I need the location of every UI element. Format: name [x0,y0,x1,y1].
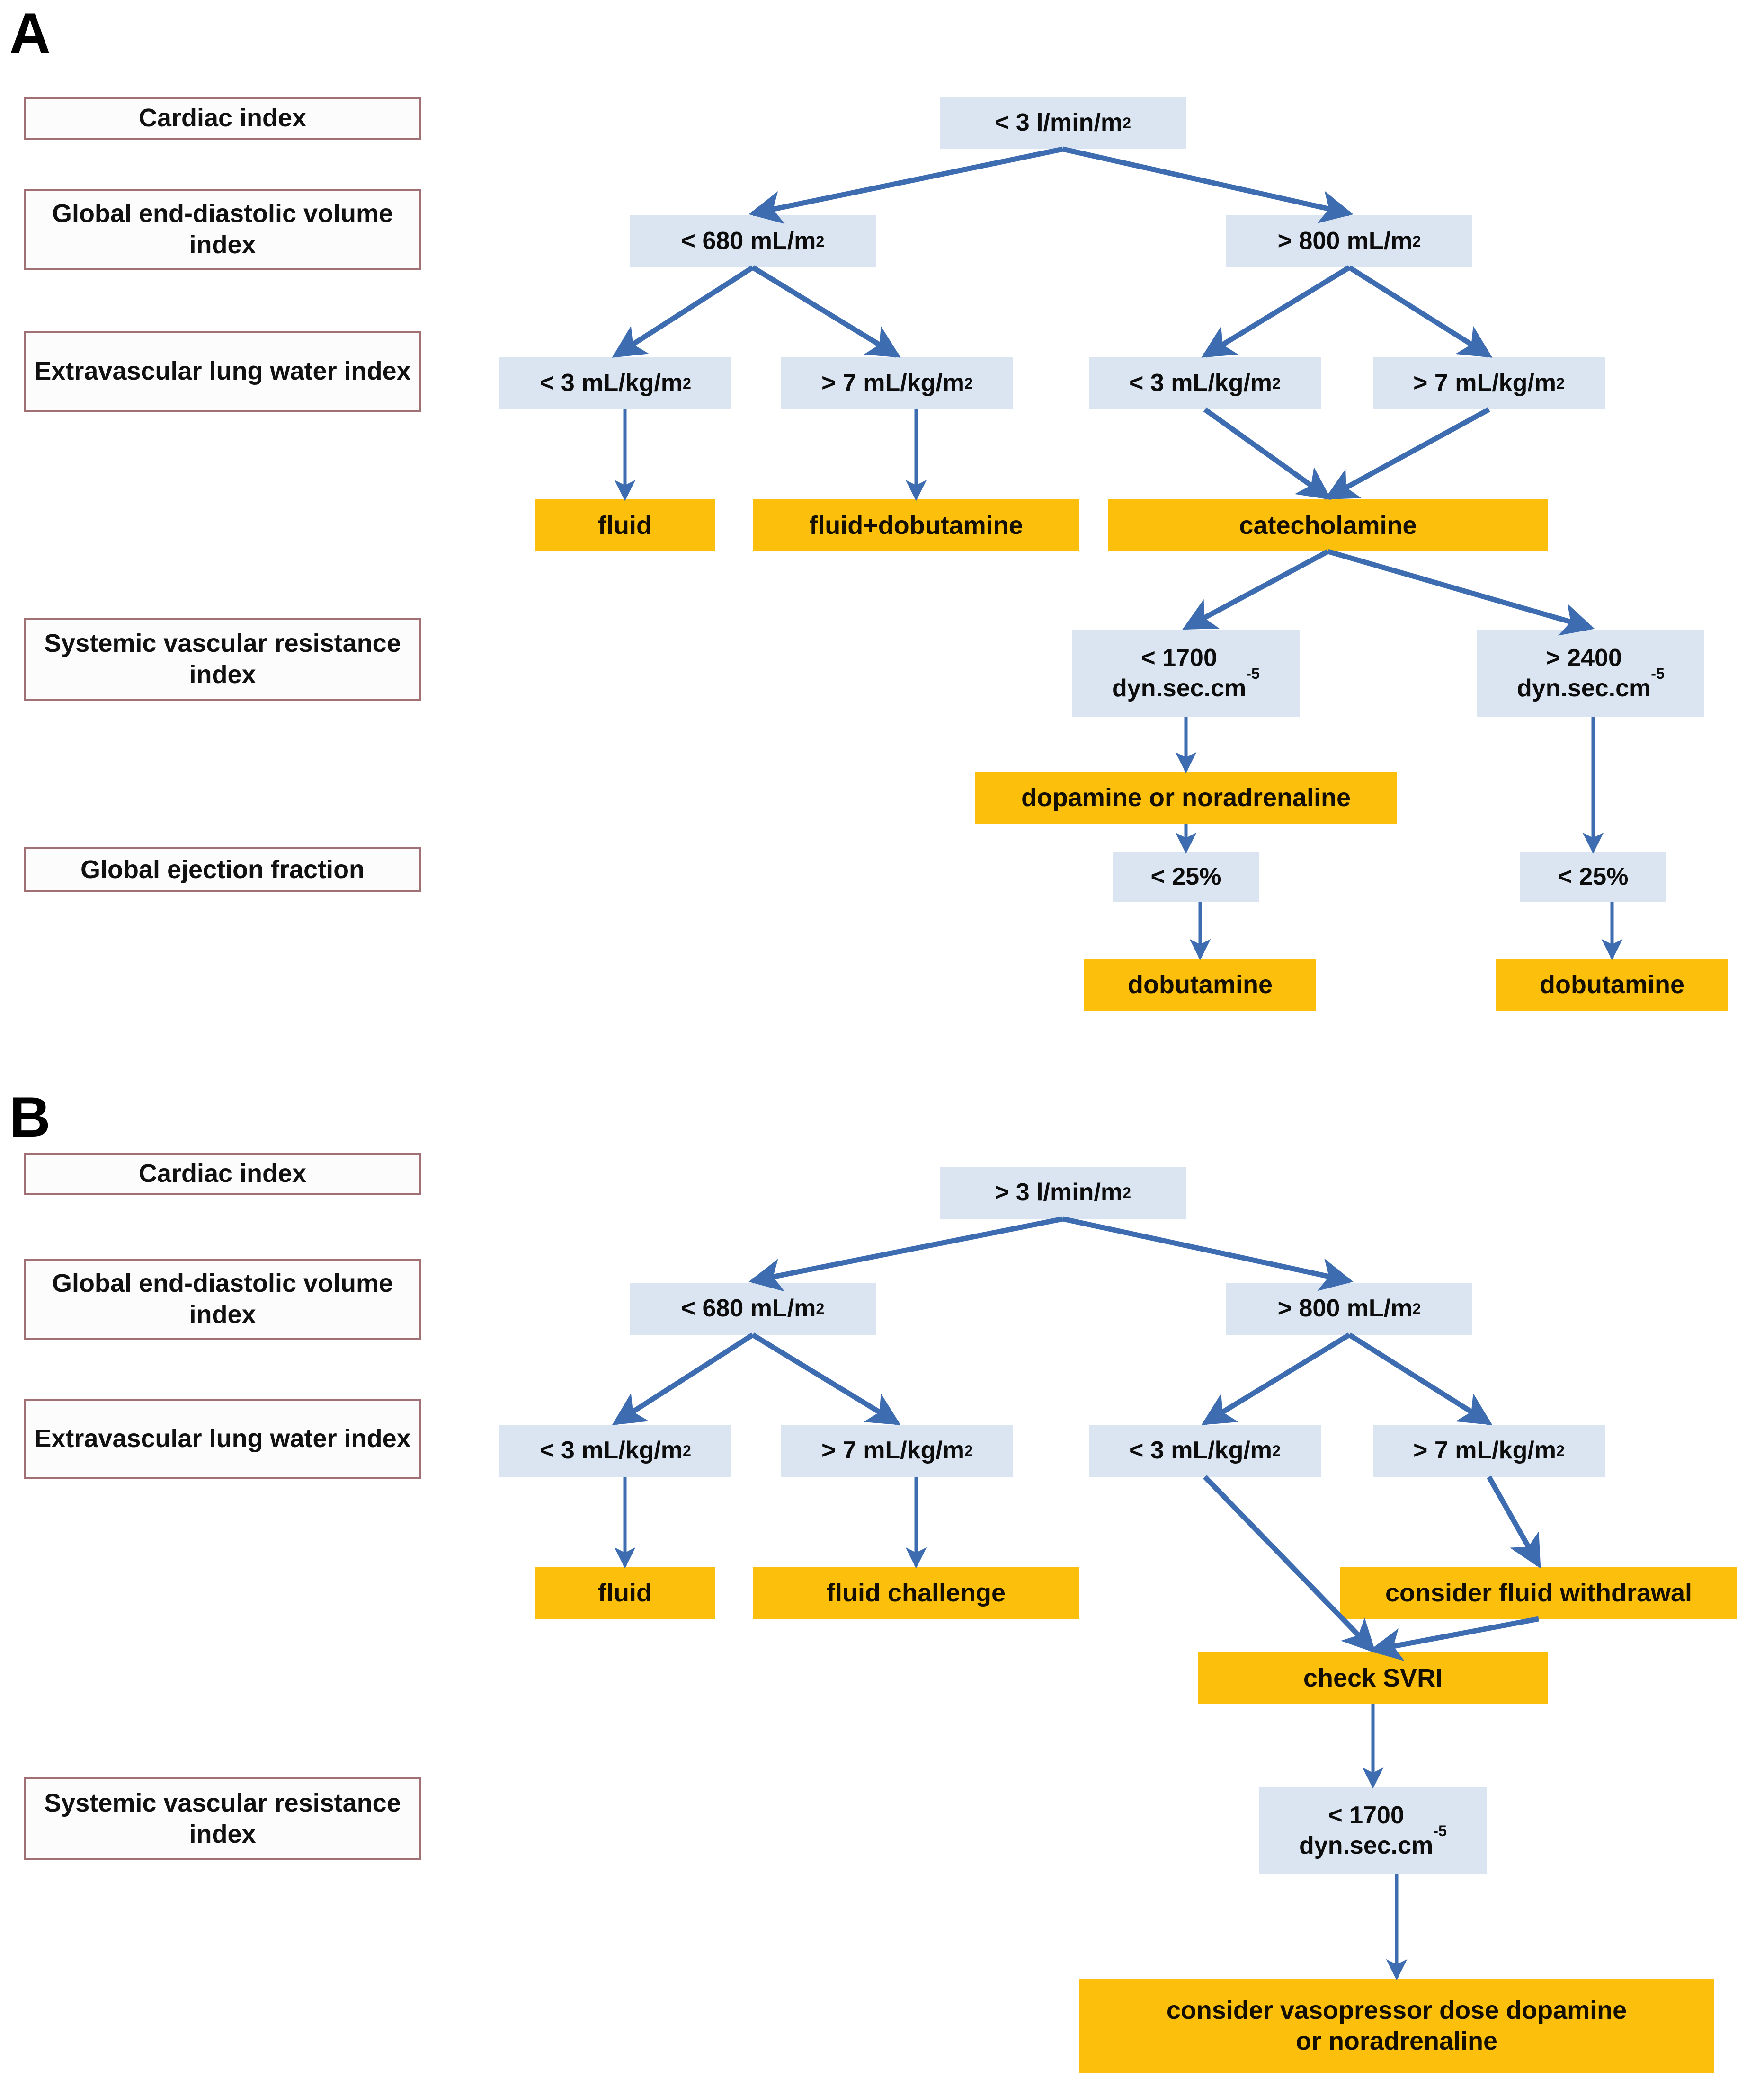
action-fluid-a[interactable]: fluid [535,499,715,551]
row-label-text: Cardiac index [138,1159,307,1188]
row-label-gef-a: Global ejection fraction [24,847,421,892]
action-dobutamine-right[interactable]: dobutamine [1496,959,1728,1011]
action-fluid-dobutamine[interactable]: fluid+dobutamine [753,499,1079,551]
action-dobutamine-left[interactable]: dobutamine [1084,959,1316,1011]
action-check-svri[interactable]: check SVRI [1198,1652,1548,1704]
action-consider-fluid-withdrawal[interactable]: consider fluid withdrawal [1340,1567,1737,1619]
panel-letter-a: A [9,1,51,65]
row-label-cardiac-index-a: Cardiac index [24,97,421,140]
row-label-text: Cardiac index [138,104,307,133]
row-label-text: Extravascular lung water index [34,357,411,386]
row-label-text: Systemic vascular resistance index [44,629,401,689]
row-label-text: Systemic vascular resistance index [44,1788,401,1848]
row-label-svri-a: Systemic vascular resistance index [24,618,421,701]
row-label-gedvi-b: Global end-diastolic volume index [24,1259,421,1340]
row-label-text: Global end-diastolic volume index [52,199,393,259]
action-catecholamine[interactable]: catecholamine [1108,499,1548,551]
action-dopamine-or-noradrenaline[interactable]: dopamine or noradrenaline [975,772,1397,824]
row-label-text: Global ejection fraction [80,855,365,884]
action-fluid-b[interactable]: fluid [535,1567,715,1619]
node-gef-lt25-right[interactable]: < 25% [1520,852,1666,902]
row-label-cardiac-index-b: Cardiac index [24,1153,421,1195]
action-fluid-challenge[interactable]: fluid challenge [753,1567,1079,1619]
panel-letter-b: B [9,1085,51,1149]
row-label-evlwi-a: Extravascular lung water index [24,331,421,412]
row-label-text: Extravascular lung water index [34,1424,411,1453]
node-gef-lt25-left[interactable]: < 25% [1113,852,1259,902]
row-label-evlwi-b: Extravascular lung water index [24,1399,421,1479]
row-label-text: Global end-diastolic volume index [52,1269,393,1329]
row-label-gedvi-a: Global end-diastolic volume index [24,189,421,270]
row-label-svri-b: Systemic vascular resistance index [24,1777,421,1860]
